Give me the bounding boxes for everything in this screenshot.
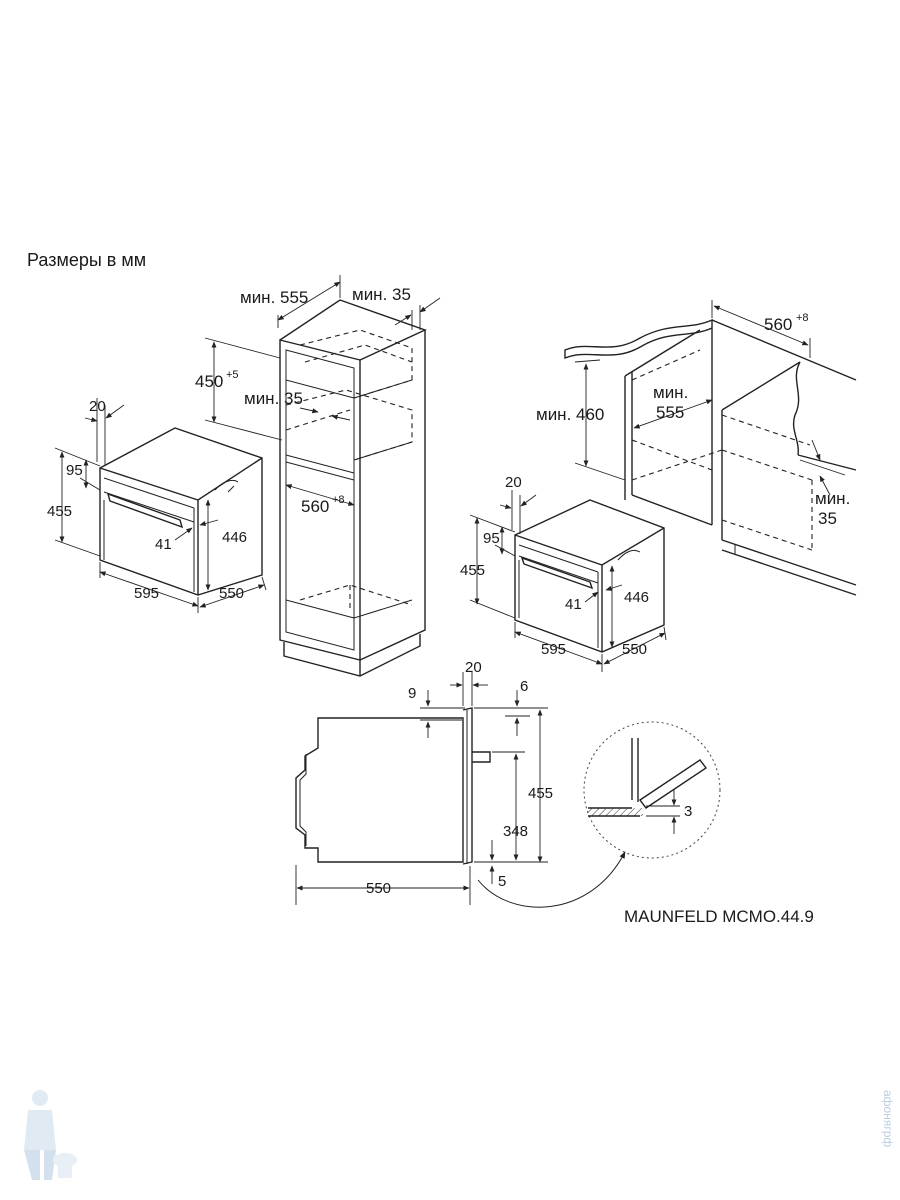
tall-cabinet-dimensions: мин. 555 мин. 35 450 +5 мин. 35 560 +8 — [195, 275, 441, 516]
label-560-wall-tolerance: +8 — [796, 312, 809, 324]
label-560-tall: 560 — [301, 497, 329, 516]
side-view-dimensions: 20 9 6 455 348 5 550 — [295, 659, 553, 905]
plumber-mascot-icon — [24, 1090, 77, 1180]
label-41-left: 41 — [155, 536, 172, 553]
wall-cabinet — [564, 318, 857, 596]
label-348-side: 348 — [503, 823, 528, 840]
label-446-right: 446 — [624, 589, 649, 606]
label-min-35-wall-1: мин. — [815, 489, 850, 508]
page-title: Размеры в мм — [27, 250, 146, 270]
label-560-wall: 560 — [764, 315, 792, 334]
label-450-tolerance: +5 — [226, 369, 239, 381]
label-455-side: 455 — [528, 785, 553, 802]
oven-right — [514, 499, 665, 653]
side-view — [295, 707, 491, 865]
label-min-35-top: мин. 35 — [352, 285, 411, 304]
label-min-555-wall-2: 555 — [656, 403, 684, 422]
label-550-left: 550 — [219, 585, 244, 602]
label-595-left: 595 — [134, 585, 159, 602]
oven-left — [99, 427, 263, 596]
label-41-right: 41 — [565, 596, 582, 613]
label-3-detail: 3 — [684, 803, 692, 820]
label-6-side: 6 — [520, 678, 528, 695]
label-20-right: 20 — [505, 474, 522, 491]
label-455-left: 455 — [47, 503, 72, 520]
label-min-460: мин. 460 — [536, 405, 604, 424]
watermark: афонягрф — [881, 1090, 895, 1147]
oven-left-dimensions: 20 95 455 41 446 595 550 — [47, 398, 267, 613]
tall-cabinet — [279, 299, 427, 677]
detail-circle: 3 — [477, 721, 721, 908]
label-595-right: 595 — [541, 641, 566, 658]
label-min-555-wall-1: мин. — [653, 383, 688, 402]
label-560-tall-tolerance: +8 — [332, 494, 345, 506]
label-550-side: 550 — [366, 880, 391, 897]
label-446-left: 446 — [222, 529, 247, 546]
label-9-side: 9 — [408, 685, 416, 702]
label-450: 450 — [195, 372, 223, 391]
label-95-left: 95 — [66, 462, 83, 479]
oven-right-dimensions: 20 95 455 41 446 595 550 — [460, 474, 667, 672]
wall-cabinet-dimensions: 560 +8 мин. 460 мин. 555 мин. 35 — [536, 300, 850, 528]
label-20-side: 20 — [465, 659, 482, 676]
label-min-35-mid: мин. 35 — [244, 389, 303, 408]
label-20-left: 20 — [89, 398, 106, 415]
label-95-right: 95 — [483, 530, 500, 547]
label-455-right: 455 — [460, 562, 485, 579]
label-550-right: 550 — [622, 641, 647, 658]
label-5-side: 5 — [498, 873, 506, 890]
label-min-555: мин. 555 — [240, 288, 308, 307]
label-min-35-wall-2: 35 — [818, 509, 837, 528]
model-name: MAUNFELD MCMO.44.9 — [624, 907, 814, 926]
